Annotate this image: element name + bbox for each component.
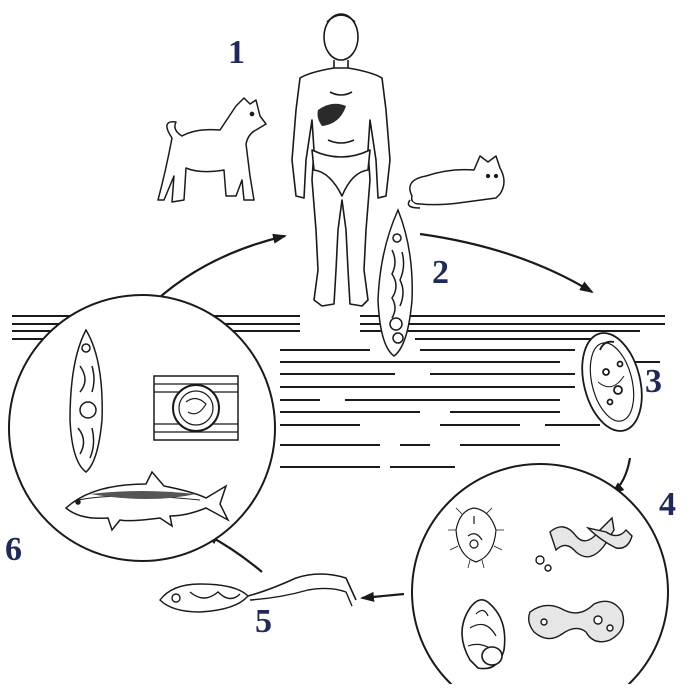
stage-label-6: 6 xyxy=(5,533,22,567)
dog-icon xyxy=(158,98,266,202)
metacercaria-cyst-icon xyxy=(154,376,238,440)
stage-label-1: 1 xyxy=(228,36,245,70)
stage-label-2: 2 xyxy=(432,256,449,290)
arrow-snail-to-cercaria xyxy=(362,594,404,598)
snail-host-circle xyxy=(412,464,668,684)
egg-icon xyxy=(573,327,652,438)
human-host-figure-icon xyxy=(292,14,390,306)
stage-label-3: 3 xyxy=(645,365,662,399)
stage-label-4: 4 xyxy=(659,488,676,522)
adult-fluke-icon xyxy=(378,210,412,356)
cat-icon xyxy=(408,156,504,208)
stage-label-5: 5 xyxy=(255,605,272,639)
